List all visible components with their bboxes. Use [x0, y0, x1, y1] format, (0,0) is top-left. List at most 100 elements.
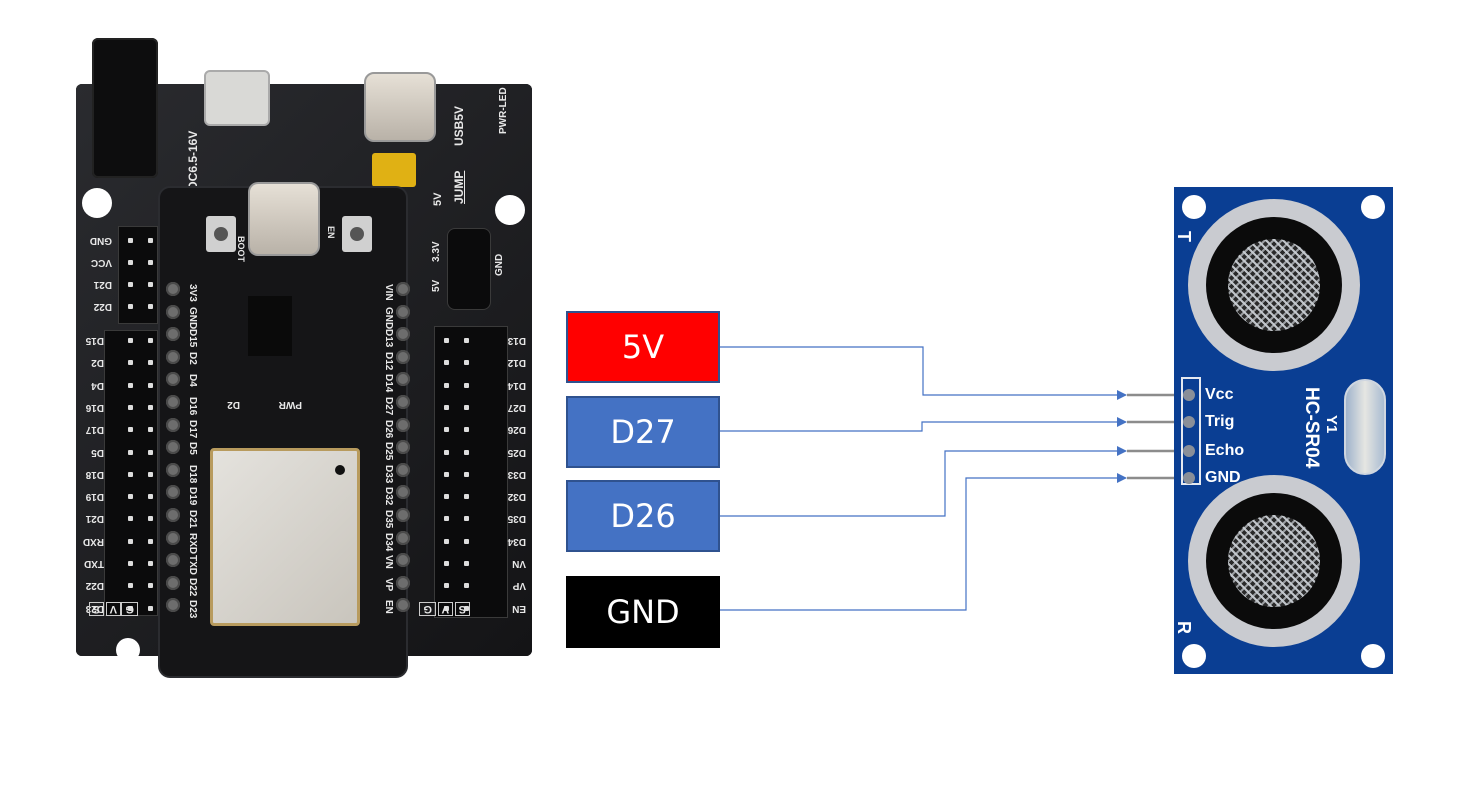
header-pin [148, 360, 153, 366]
devkit-pin-pad [166, 530, 180, 545]
right-header-pin-label: D14 [507, 379, 526, 391]
micro-usb-port [204, 70, 270, 126]
devkit-pin-pad [396, 349, 410, 364]
header-pin [464, 605, 469, 611]
devkit-pin-label: EN [383, 600, 394, 615]
pin-label-echo: Echo [1205, 442, 1245, 459]
devkit-pin-label: D34 [383, 532, 394, 551]
usb-c-power-port [364, 72, 436, 142]
devkit-pin-label: D13 [383, 329, 394, 348]
header-pin [444, 561, 449, 566]
devkit-pin-label: D25 [383, 442, 394, 461]
header-footer-label: V [437, 602, 453, 616]
header-pin [464, 382, 469, 388]
mounting-hole [1361, 195, 1385, 219]
devkit-pin-label: VIN [383, 284, 394, 301]
signal-box-5v: 5V [566, 311, 720, 383]
devkit-pin-label: D15 [187, 329, 198, 348]
left-short-header-pin-label: D22 [93, 301, 112, 312]
devkit-pin-label: D21 [187, 510, 198, 529]
right-header-pin-label: VN [512, 558, 526, 569]
jumper [372, 153, 416, 187]
devkit-pin-pad [166, 462, 180, 477]
crystal-oscillator [1344, 379, 1386, 475]
left-header-pin-label: D19 [85, 491, 104, 503]
devkit-pin-pad [166, 440, 180, 455]
devkit-pin-pad [396, 575, 410, 590]
left-header-pin-label: D21 [85, 513, 104, 525]
header-pin [148, 494, 153, 500]
boot-button[interactable] [206, 216, 236, 252]
devkit-pin-pad [396, 282, 410, 296]
hc-sr04-sensor: T R HC-SR04 Y1 Vcc Trig Echo GND [1174, 187, 1393, 674]
header-pin [128, 516, 133, 522]
devkit-pin-pad [396, 508, 410, 522]
receiver-label: R [1174, 621, 1194, 634]
header-pin [148, 538, 153, 544]
signal-label: GND [606, 593, 680, 631]
devkit-pin-label: D17 [187, 419, 198, 438]
header-pin [444, 427, 449, 433]
signal-box-d26: D26 [566, 480, 720, 552]
left-short-header-pin-label: VCC [90, 257, 112, 268]
devkit-pin-pad [166, 417, 180, 432]
header-pin [128, 561, 133, 566]
header-pin [148, 605, 153, 611]
right-header-pin-label: D26 [507, 424, 526, 436]
header-pin [444, 360, 449, 366]
devkit-pin-pad [396, 462, 410, 477]
left-header-pin-label: D2 [91, 357, 104, 369]
devkit-pin-pad [396, 395, 410, 409]
esp32-devkit [158, 186, 408, 678]
header-pin [464, 338, 469, 343]
header-pin [148, 583, 153, 589]
devkit-pin-pad [396, 304, 410, 319]
mesh-grille [1228, 239, 1320, 331]
power-header [447, 228, 491, 310]
header-pin [128, 583, 133, 589]
pin-gnd [1183, 472, 1195, 484]
devkit-pin-pad [166, 598, 180, 613]
left-header-pin-label: D4 [91, 379, 104, 391]
pin-trig [1183, 416, 1195, 428]
pin-label-gnd: GND [1205, 469, 1241, 486]
usb-c-data-port [248, 182, 320, 256]
header-pin [128, 494, 133, 500]
mounting-hole [116, 638, 140, 662]
transmitter-label: T [1174, 231, 1194, 242]
right-header-pin-label: D27 [507, 401, 526, 413]
header-pin [464, 561, 469, 566]
reset-button[interactable] [342, 216, 372, 252]
devkit-pin-pad [396, 485, 410, 500]
header-pin [464, 449, 469, 455]
right-header-pin-label: D12 [507, 357, 526, 369]
receiver-transducer [1188, 475, 1360, 647]
header-pin [464, 471, 469, 477]
header-pin [464, 583, 469, 589]
header-pin [148, 238, 153, 243]
left-short-header-pin-label: D21 [93, 279, 112, 290]
left-header-pin-label: D16 [85, 401, 104, 413]
right-header-pin-label: D35 [507, 513, 526, 525]
header-pin [148, 427, 153, 433]
devkit-pin-pad [396, 417, 410, 432]
header-pin [128, 449, 133, 455]
header-pin [128, 338, 133, 343]
header-pin [444, 494, 449, 500]
devkit-pin-pad [166, 485, 180, 500]
dc-power-jack [92, 38, 158, 178]
devkit-pin-pad [166, 282, 180, 296]
devkit-pin-label: D14 [383, 374, 394, 393]
devkit-pin-label: GND [383, 306, 394, 329]
devkit-pin-label: D23 [187, 600, 198, 619]
header-pin [444, 516, 449, 522]
header-pin [464, 538, 469, 544]
header-pin [444, 404, 449, 410]
left-header-pin-label: D18 [85, 468, 104, 480]
devkit-pin-label: GND [187, 306, 198, 329]
devkit-pin-pad [166, 508, 180, 522]
devkit-pin-label: D12 [383, 351, 394, 371]
signal-box-d27: D27 [566, 396, 720, 468]
devkit-pin-label: D16 [187, 397, 198, 416]
header-pin [128, 404, 133, 410]
